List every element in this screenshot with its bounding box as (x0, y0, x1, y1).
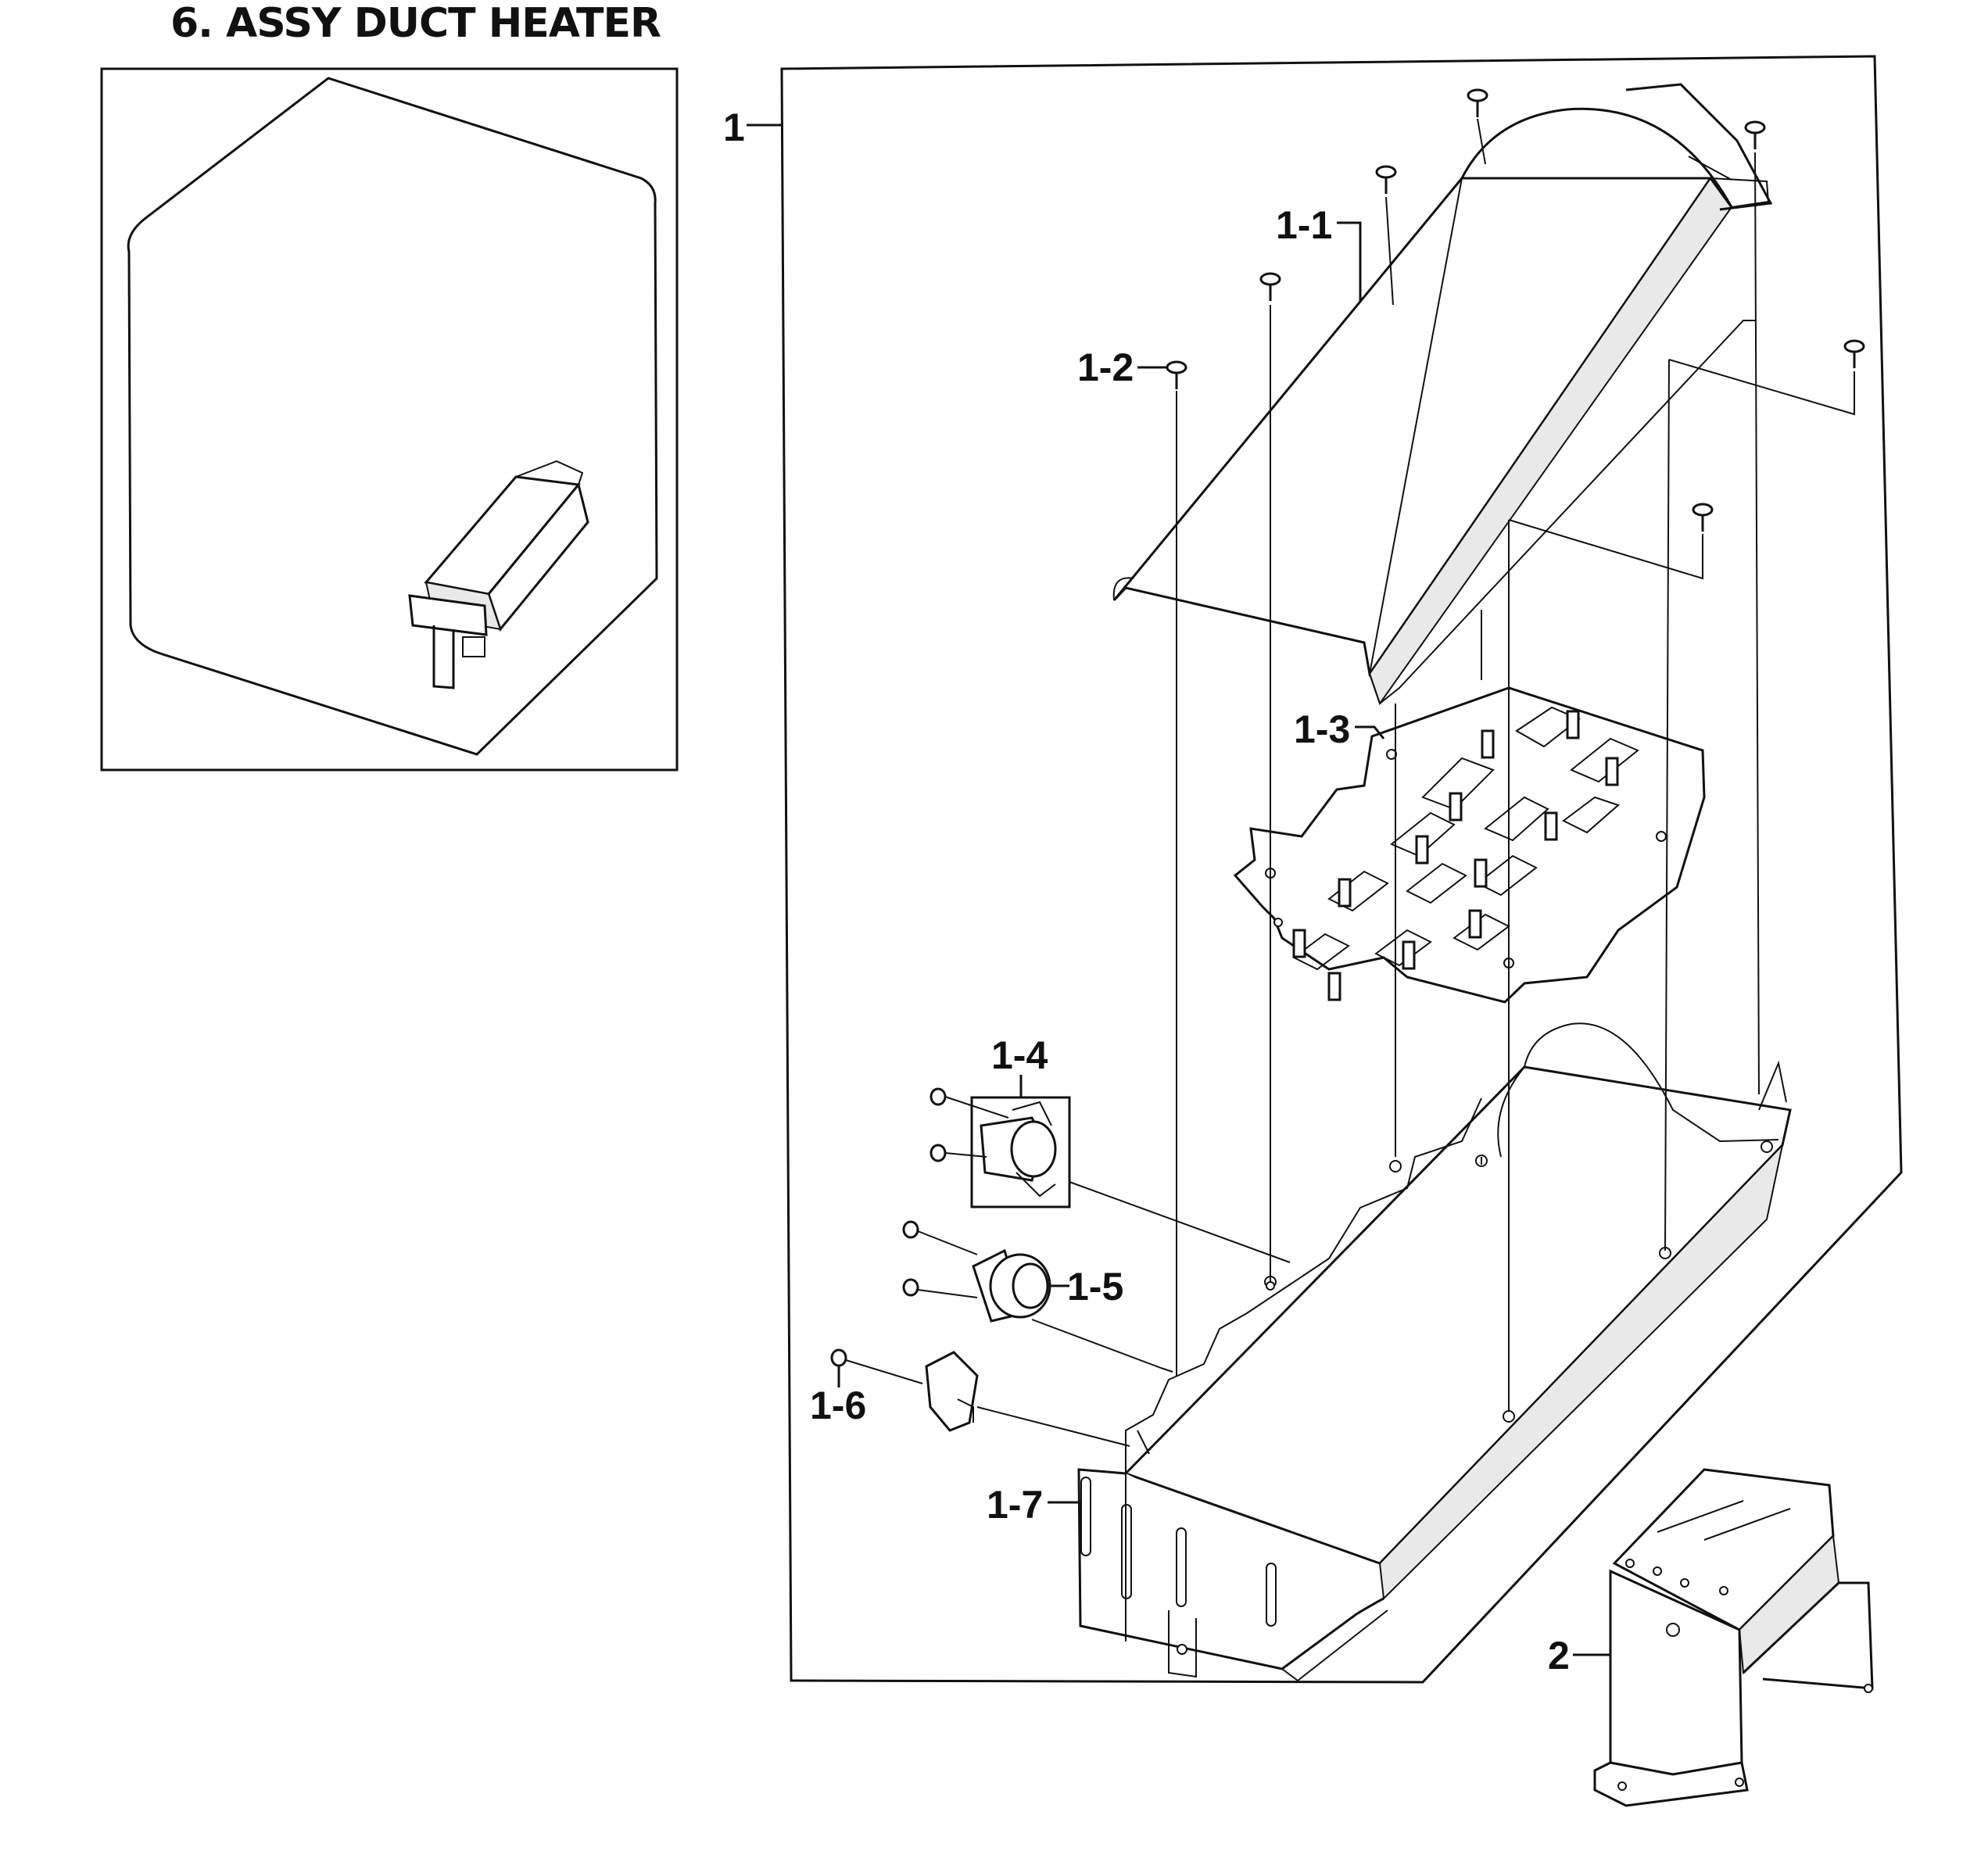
heater-plate (1233, 686, 1706, 1004)
top-cover (1112, 83, 1773, 706)
svg-text:1-7: 1-7 (987, 1483, 1043, 1527)
screw (1467, 88, 1488, 117)
callout-1-5: 1-5 (1050, 1265, 1123, 1309)
svg-text:1-2: 1-2 (1077, 345, 1134, 389)
thermal-cutoff (902, 1220, 1173, 1373)
screw (1692, 503, 1714, 532)
screw (1259, 272, 1281, 301)
connector (830, 1348, 1130, 1447)
inset-overview (100, 67, 679, 772)
diagram-title: 6. ASSY DUCT HEATER (170, 0, 661, 47)
assembly-guide-lines (1176, 118, 1855, 1411)
callouts: 1 1-1 1-2 1-3 1-4 1-5 (723, 106, 1610, 1677)
screw (1843, 339, 1865, 368)
svg-text:1: 1 (723, 106, 745, 149)
svg-text:1-5: 1-5 (1067, 1265, 1123, 1309)
screw (1375, 165, 1397, 194)
callout-1-2: 1-2 (1077, 345, 1167, 389)
duct-housing (1077, 1022, 1792, 1682)
callout-1-3: 1-3 (1294, 707, 1385, 751)
svg-text:1-3: 1-3 (1294, 707, 1350, 751)
callout-1-1: 1-1 (1276, 203, 1362, 301)
bracket (1593, 1468, 1874, 1807)
svg-text:1-1: 1-1 (1276, 203, 1332, 247)
svg-text:2: 2 (1548, 1634, 1570, 1677)
callout-1-6: 1-6 (810, 1366, 866, 1427)
svg-text:1-6: 1-6 (810, 1384, 866, 1427)
callout-1-4: 1-4 (991, 1033, 1048, 1097)
callout-1: 1 (723, 106, 782, 149)
screw-1-2 (1166, 360, 1187, 389)
screws (1166, 88, 1865, 532)
screw (1744, 120, 1766, 149)
svg-text:1-4: 1-4 (991, 1033, 1048, 1077)
inset-duct-heater-icon (408, 460, 589, 689)
callout-2: 2 (1548, 1634, 1610, 1677)
thermostat (930, 1087, 1291, 1263)
callout-1-7: 1-7 (987, 1483, 1080, 1527)
assembly-frame (780, 55, 1903, 1684)
